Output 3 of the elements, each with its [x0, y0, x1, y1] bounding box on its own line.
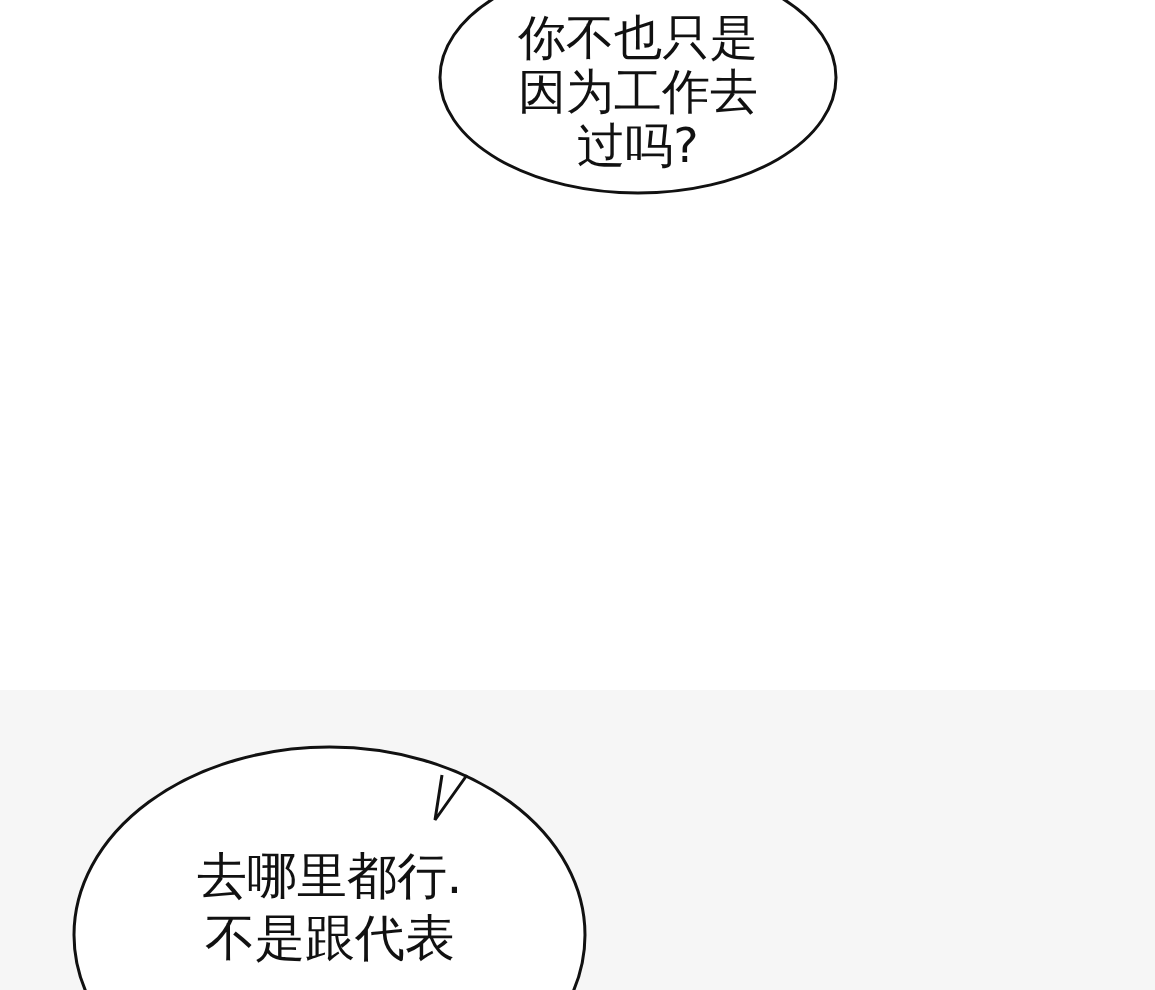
dialogue-text: 你不也只是因为工作去过吗? — [517, 10, 759, 172]
speech-bubble — [438, 0, 838, 195]
dialogue-text: 去哪里都行.不是跟代表 — [195, 846, 464, 969]
